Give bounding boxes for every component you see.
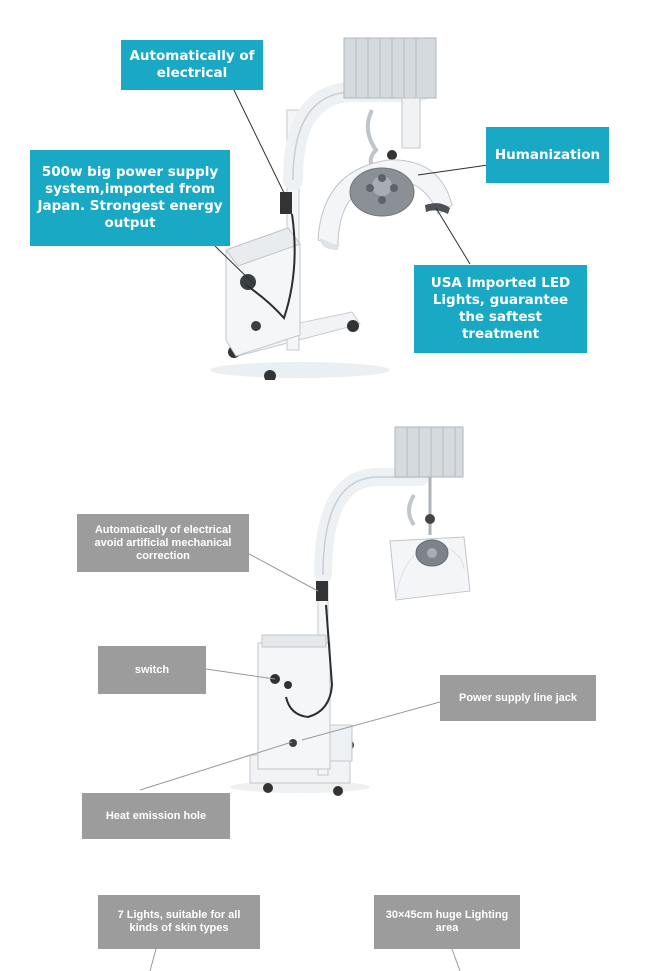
feature-panel: 7 Lights, suitable for all kinds of skin… bbox=[0, 845, 650, 971]
product-panel-teal: Automatically of electrical 500w big pow… bbox=[0, 0, 650, 380]
label-automatically-electrical-correction: Automatically of electrical avoid artifi… bbox=[77, 514, 249, 572]
label-seven-lights: 7 Lights, suitable for all kinds of skin… bbox=[98, 895, 260, 949]
callout-lines-gray bbox=[139, 548, 441, 791]
label-power-supply-jack: Power supply line jack bbox=[440, 675, 596, 721]
label-humanization: Humanization bbox=[486, 127, 609, 183]
label-power-supply: 500w big power supply system,imported fr… bbox=[30, 150, 230, 246]
product-panel-gray: Automatically of electrical avoid artifi… bbox=[0, 395, 650, 845]
label-lighting-area: 30×45cm huge Lighting area bbox=[374, 895, 520, 949]
led-machine-illustration bbox=[210, 37, 453, 380]
label-led-lights: USA Imported LED Lights, guarantee the s… bbox=[414, 265, 587, 353]
label-switch: switch bbox=[98, 646, 206, 694]
callout-lines-features bbox=[149, 948, 461, 971]
callout-lines bbox=[214, 85, 489, 286]
led-machine-side-illustration bbox=[230, 426, 471, 796]
label-heat-emission-hole: Heat emission hole bbox=[82, 793, 230, 839]
label-automatically-electrical: Automatically of electrical bbox=[121, 40, 263, 90]
